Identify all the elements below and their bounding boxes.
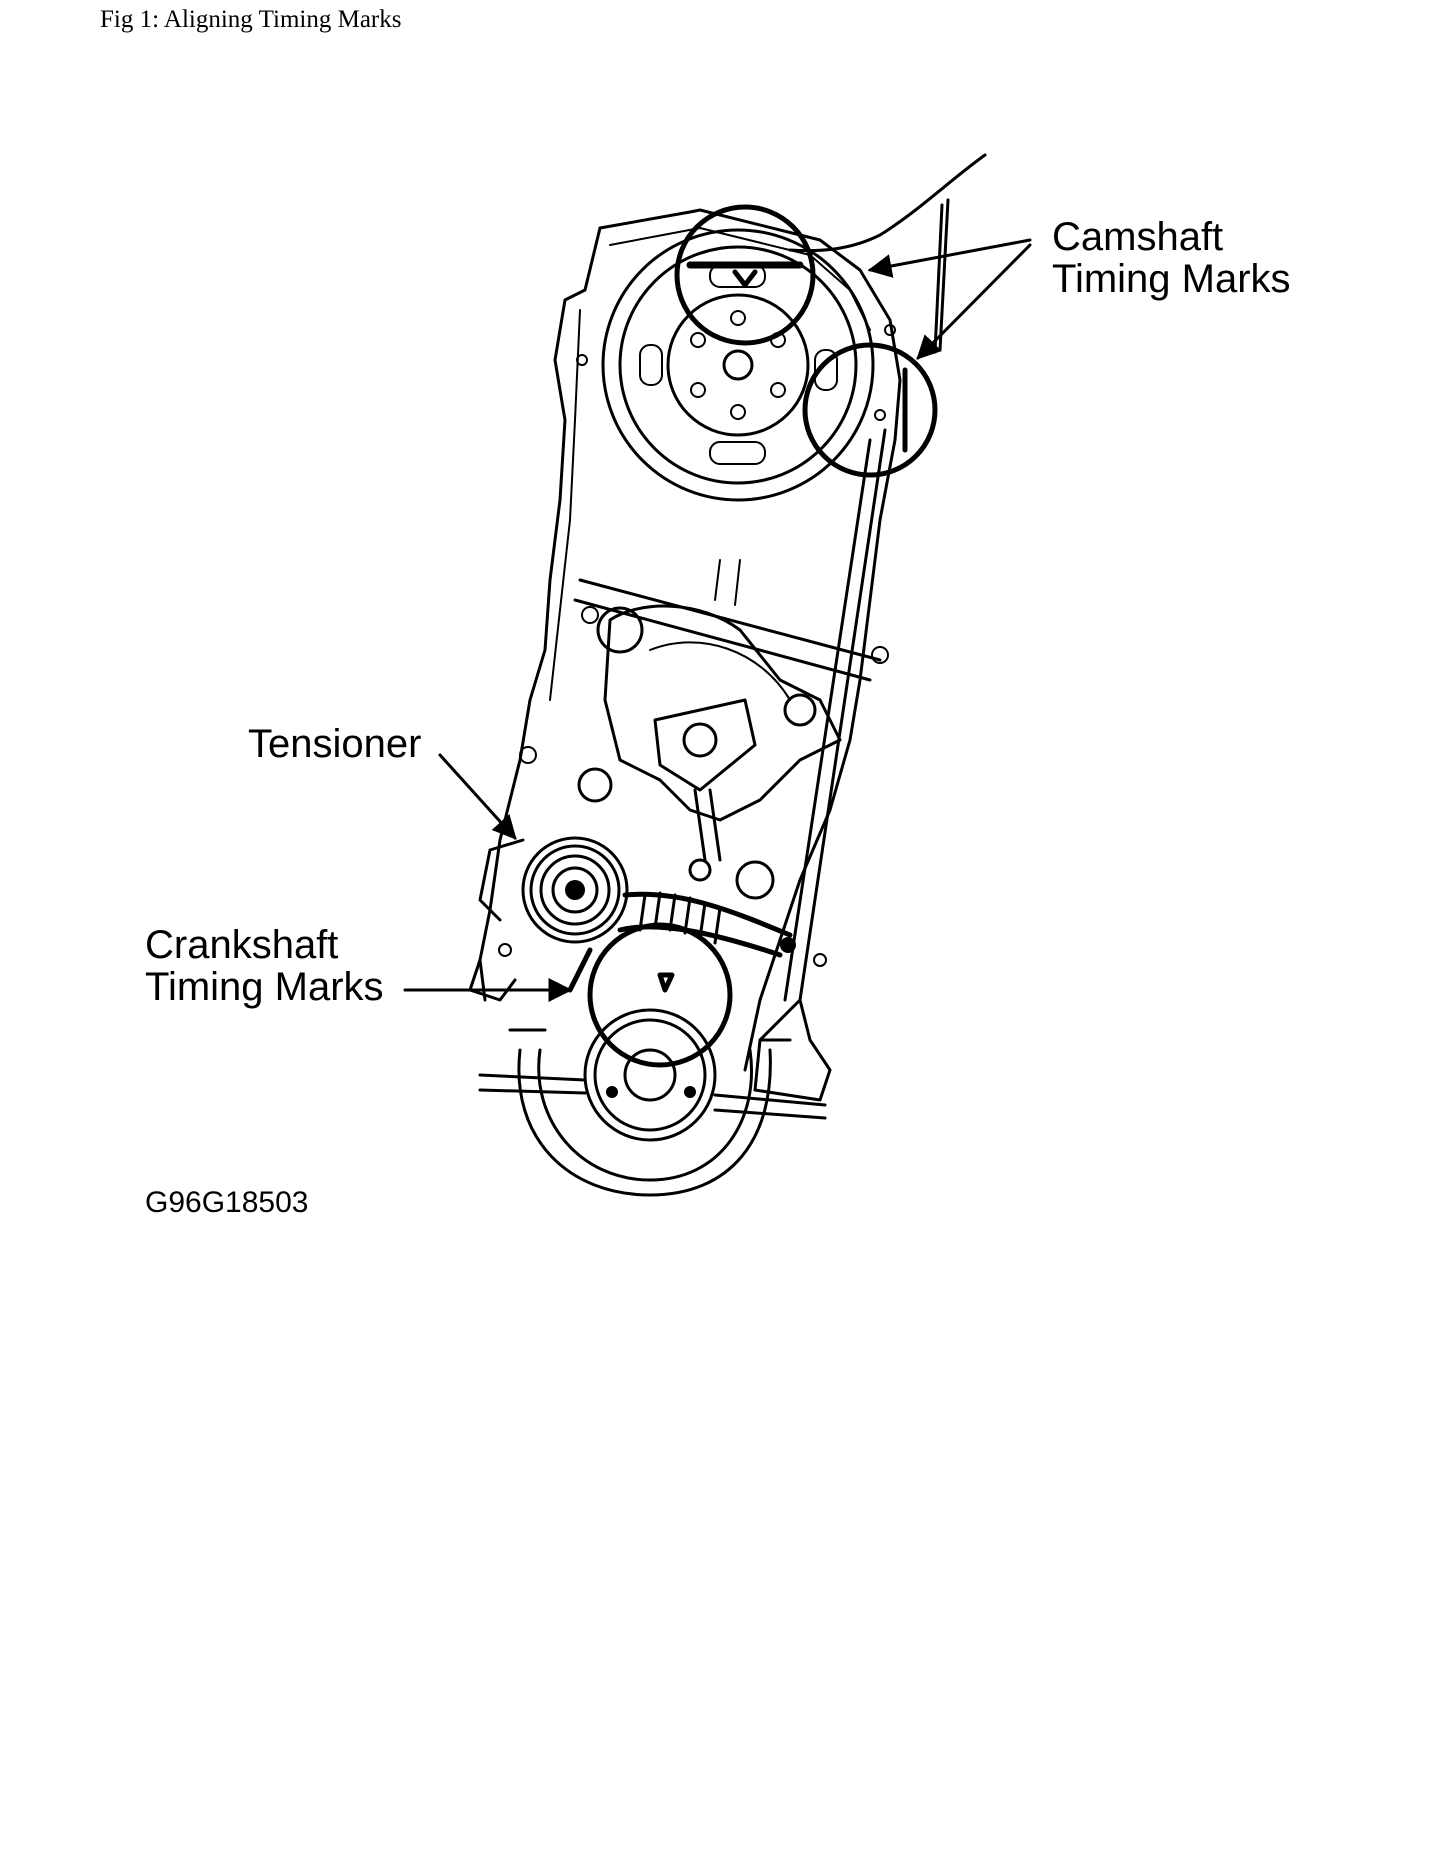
crankshaft-label-line1: Crankshaft xyxy=(145,923,338,967)
crankshaft-timing-mark-circle xyxy=(587,922,733,1068)
figure-caption: Fig 1: Aligning Timing Marks xyxy=(100,6,402,33)
camshaft-timing-mark-circles xyxy=(674,204,938,478)
tensioner-label: Tensioner xyxy=(248,722,421,766)
crankshaft-sprocket xyxy=(478,1008,827,1197)
tensioner-pulley xyxy=(478,836,629,944)
camshaft-label-line2: Timing Marks xyxy=(1052,257,1291,301)
figure-code: G96G18503 xyxy=(145,1186,308,1219)
camshaft-sprocket xyxy=(601,228,875,502)
crankshaft-label-line2: Timing Marks xyxy=(145,965,384,1009)
camshaft-label-line1: Camshaft xyxy=(1052,215,1223,259)
timing-cover-middle xyxy=(577,604,842,900)
callout-arrows xyxy=(403,238,1032,1002)
